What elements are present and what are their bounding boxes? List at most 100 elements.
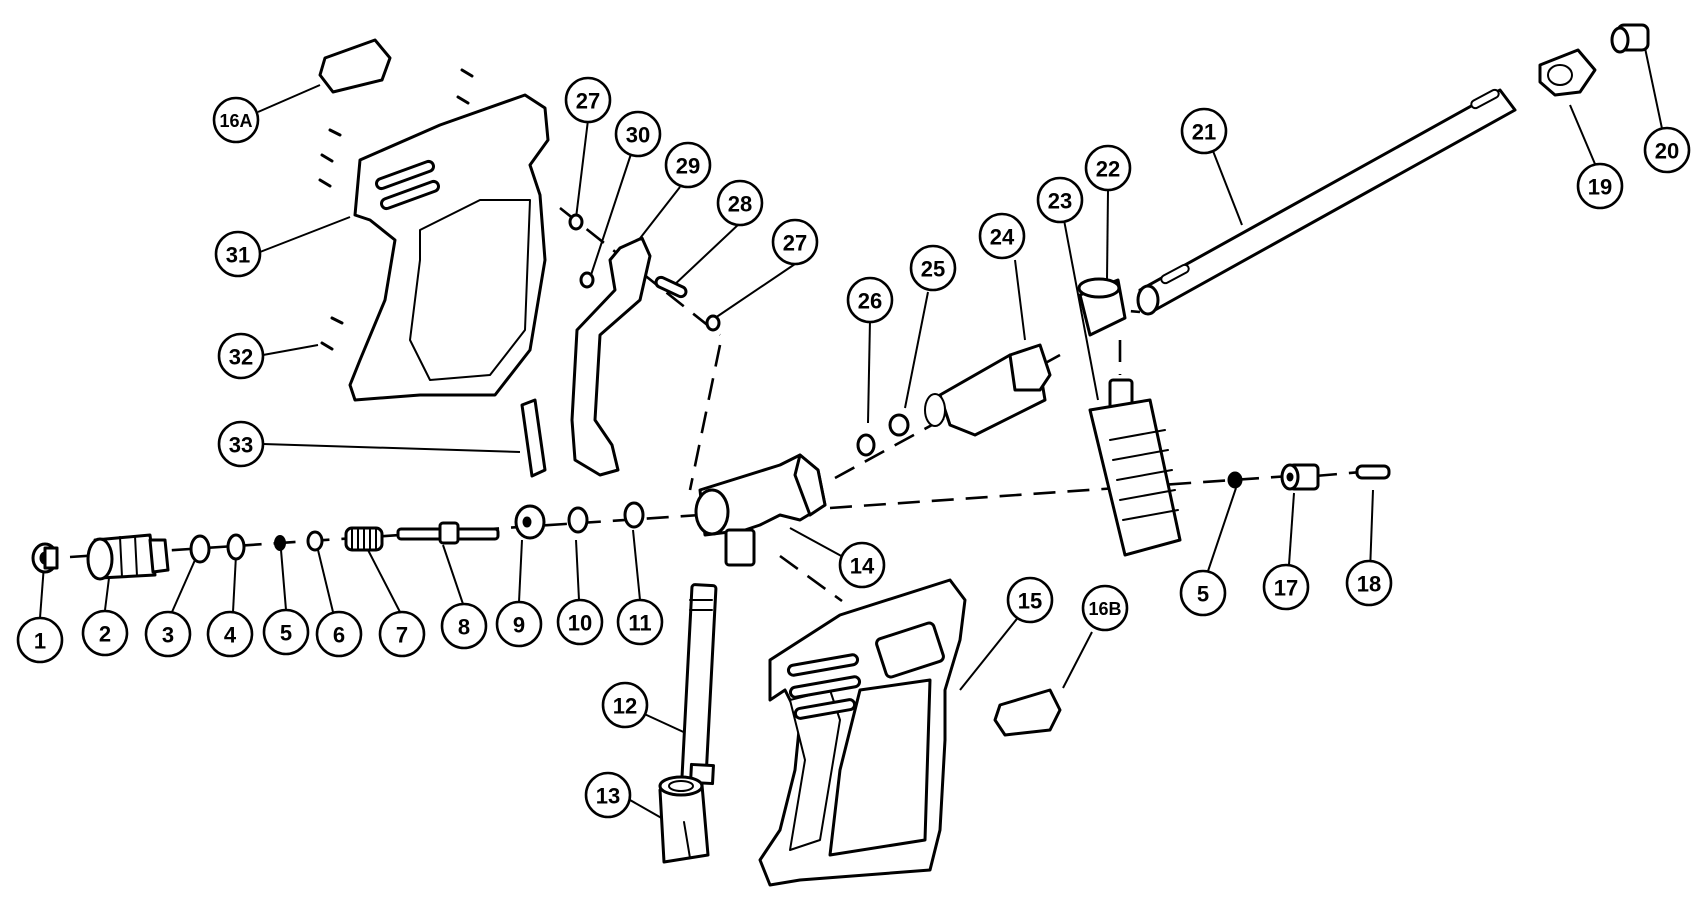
svg-text:2: 2	[99, 622, 111, 647]
part-31-handle	[348, 93, 550, 402]
svg-text:5: 5	[280, 621, 292, 646]
part-7-spring	[344, 526, 384, 552]
callout-20: 20	[1643, 126, 1691, 174]
callout-7: 7	[378, 610, 426, 658]
svg-text:33: 33	[229, 433, 253, 458]
svg-text:15: 15	[1018, 589, 1042, 614]
svg-text:28: 28	[728, 192, 752, 217]
svg-text:25: 25	[921, 257, 945, 282]
part-12-tube	[680, 583, 718, 786]
callout-10: 10	[556, 598, 604, 646]
callout-9: 9	[495, 600, 543, 648]
callout-22: 22	[1084, 144, 1132, 192]
callout-2: 2	[81, 609, 129, 657]
callout-27b: 27	[771, 218, 819, 266]
callout-32: 32	[217, 332, 265, 380]
svg-text:32: 32	[229, 345, 253, 370]
callout-25: 25	[909, 244, 957, 292]
part-11-oring	[623, 501, 645, 529]
part-15-handle	[758, 578, 967, 887]
svg-text:13: 13	[596, 784, 620, 809]
svg-text:27: 27	[576, 89, 600, 114]
callout-16b: 16B	[1081, 584, 1129, 632]
part-24-swivel	[924, 343, 1052, 437]
svg-text:3: 3	[162, 623, 174, 648]
part-8-valve-stem	[396, 521, 500, 545]
callout-4: 4	[206, 610, 254, 658]
callout-17: 17	[1262, 563, 1310, 611]
part-22-elbow	[1077, 277, 1127, 337]
part-4-oring	[226, 533, 246, 561]
part-5-washer	[274, 535, 286, 551]
callout-30: 30	[614, 110, 662, 158]
part-28-pin	[654, 275, 688, 299]
part-17-fitting	[1280, 463, 1320, 491]
svg-text:17: 17	[1274, 576, 1298, 601]
svg-text:24: 24	[990, 225, 1015, 250]
callout-16a: 16A	[212, 96, 260, 144]
svg-text:22: 22	[1096, 157, 1120, 182]
callout-28: 28	[716, 179, 764, 227]
part-25-washer	[888, 413, 910, 437]
part-3-oring	[189, 534, 211, 564]
callout-13: 13	[584, 771, 632, 819]
callout-6: 6	[315, 610, 363, 658]
part-5b-washer	[1227, 471, 1243, 489]
svg-text:16A: 16A	[219, 111, 252, 131]
part-33-clip	[520, 398, 547, 478]
callout-12: 12	[601, 681, 649, 729]
part-27a-nut	[568, 213, 584, 231]
callout-1: 1	[16, 616, 64, 664]
svg-text:11: 11	[628, 611, 651, 636]
svg-text:4: 4	[224, 623, 237, 648]
callout-23: 23	[1036, 176, 1084, 224]
callout-31: 31	[214, 230, 262, 278]
svg-text:29: 29	[676, 154, 700, 179]
callout-11: 11	[616, 598, 664, 646]
svg-text:9: 9	[513, 613, 525, 638]
callout-24: 24	[978, 212, 1026, 260]
part-19-nut	[1538, 48, 1597, 97]
part-21-lance	[1136, 88, 1517, 316]
callouts: 1 2 3 4 5 6 7 8 9 10 11 12 13 14 15 16A …	[16, 76, 1691, 819]
svg-text:8: 8	[458, 615, 470, 640]
callout-14: 14	[838, 541, 886, 589]
svg-text:10: 10	[568, 611, 592, 636]
part-20-tip	[1610, 23, 1650, 54]
callout-8: 8	[440, 602, 488, 650]
leader-lines	[39, 47, 1665, 821]
callout-33: 33	[217, 420, 265, 468]
callout-21: 21	[1180, 107, 1228, 155]
svg-text:19: 19	[1588, 175, 1612, 200]
svg-text:30: 30	[626, 123, 650, 148]
svg-text:6: 6	[333, 623, 345, 648]
svg-text:16B: 16B	[1088, 599, 1121, 619]
callout-26: 26	[846, 276, 894, 324]
svg-text:21: 21	[1192, 120, 1216, 145]
callout-27a: 27	[564, 76, 612, 124]
svg-text:12: 12	[613, 694, 637, 719]
part-16b-plate	[993, 688, 1062, 737]
svg-text:18: 18	[1357, 572, 1381, 597]
part-2-coupler	[86, 533, 170, 581]
callout-19: 19	[1576, 162, 1624, 210]
part-30-ball	[579, 271, 595, 289]
svg-text:1: 1	[34, 629, 46, 654]
part-23-filter	[1088, 378, 1182, 557]
svg-text:23: 23	[1048, 189, 1072, 214]
callout-5a: 5	[262, 608, 310, 656]
part-6-washer	[306, 530, 324, 552]
part-32-screws	[318, 68, 474, 351]
part-26-washer	[856, 433, 876, 457]
part-10-oring	[567, 506, 589, 534]
callout-29: 29	[664, 141, 712, 189]
part-18-pin	[1355, 464, 1391, 480]
part-9-seat	[514, 504, 546, 540]
svg-text:20: 20	[1655, 139, 1679, 164]
callout-5b: 5	[1179, 569, 1227, 617]
callout-3: 3	[144, 610, 192, 658]
svg-text:7: 7	[396, 623, 408, 648]
svg-text:31: 31	[226, 243, 250, 268]
part-1-nozzle	[31, 542, 59, 574]
